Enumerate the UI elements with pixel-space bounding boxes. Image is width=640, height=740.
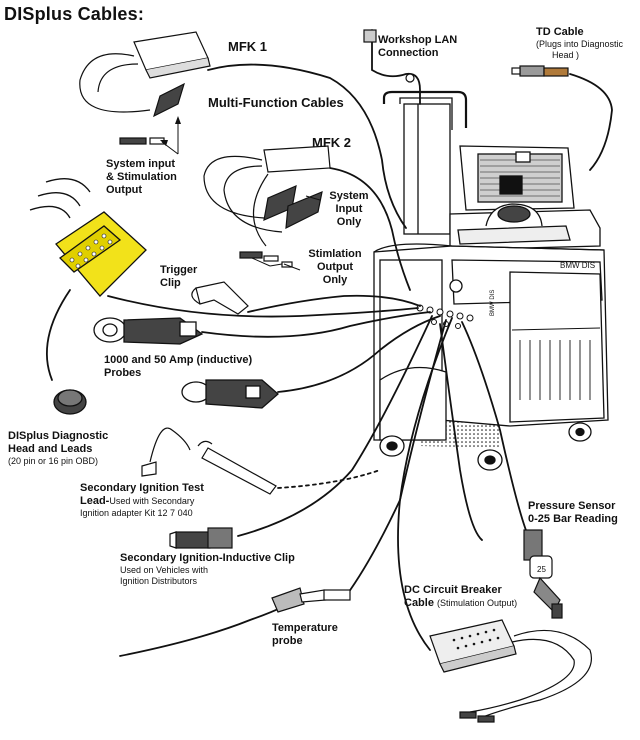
label-sit-lead: Lead- — [80, 495, 110, 507]
label-workshop-lan: Workshop LAN Connection — [378, 34, 457, 60]
label-sic-note1: Used on Vehicles with — [120, 565, 209, 575]
trigger-clip — [191, 281, 249, 315]
label-dc-note: (Stimulation Output) — [437, 598, 518, 608]
label-diag-head-line2: Head and Leads — [8, 443, 93, 455]
label-amp-probes: 1000 and 50 Amp (inductive) Probes — [104, 354, 252, 380]
label-amp-probes-line1: 1000 and 50 Amp (inductive) — [104, 354, 253, 366]
label-pressure-sensor: Pressure Sensor 0-25 Bar Reading — [528, 500, 618, 526]
label-temp-line1: Temperature — [272, 622, 338, 634]
label-pressure-line2: 0-25 Bar Reading — [528, 513, 618, 525]
label-sio-line2: Input — [335, 203, 363, 215]
label-sis-line2: & Stimulation — [106, 171, 177, 183]
secondary-ignition-inductive-clip — [169, 527, 233, 549]
label-system-input-stimulation: System input & Stimulation Output — [106, 158, 177, 197]
label-td-cable-title: TD Cable — [536, 26, 584, 38]
label-sic-title: Secondary Ignition-Inductive Clip — [120, 552, 295, 564]
displus-cart — [373, 90, 609, 471]
label-secondary-ignition-test: Secondary Ignition Test Lead-Used with S… — [80, 482, 204, 519]
pointer-lines — [161, 118, 321, 271]
td-cable — [511, 65, 569, 77]
label-soo-line3: Only — [322, 274, 348, 286]
label-diag-head-note: (20 pin or 16 pin OBD) — [8, 456, 99, 466]
label-trigger-clip: Trigger Clip — [160, 264, 197, 290]
label-sis-line1: System input — [106, 158, 176, 170]
label-soo-line1: Stimlation — [308, 248, 362, 260]
label-diag-head-line1: DISplus Diagnostic — [8, 430, 109, 442]
probe-1000-amp — [93, 317, 204, 345]
label-dc-line1: DC Circuit Breaker — [404, 584, 502, 596]
label-sit-note1: Used with Secondary — [109, 496, 195, 506]
label-dc-line2: Cable — [404, 597, 434, 609]
label-sit-note2: Ignition adapter Kit 12 7 040 — [80, 508, 193, 518]
label-secondary-ignition-clip: Secondary Ignition-Inductive Clip Used o… — [120, 552, 295, 587]
probe-50-amp — [181, 379, 279, 409]
label-td-cable-note-1: (Plugs into Diagnostic — [536, 39, 624, 49]
secondary-ignition-test-lead — [141, 427, 277, 495]
pressure-sensor — [523, 529, 563, 619]
temperature-probe — [271, 587, 351, 613]
label-sio-line3: Only — [336, 216, 362, 228]
label-trigger-clip-line2: Clip — [160, 277, 181, 289]
label-amp-probes-line2: Probes — [104, 367, 142, 379]
label-system-input-only: System Input Only — [326, 190, 372, 229]
label-temp-line2: probe — [272, 635, 303, 647]
label-diagnostic-head: DISplus Diagnostic Head and Leads (20 pi… — [8, 430, 108, 467]
pointer-arrowheads — [160, 116, 181, 146]
cart-brand-side: BMW DIS — [490, 290, 496, 316]
label-td-cable-note-2: Head ) — [552, 50, 580, 60]
cart-brand-front: BMW DIS — [560, 261, 595, 270]
label-multi-function-cables: Multi-Function Cables — [208, 95, 344, 110]
mfk1-cable-set — [79, 31, 211, 145]
label-dc-circuit-breaker: DC Circuit Breaker Cable (Stimulation Ou… — [404, 584, 517, 610]
label-soo-line2: Output — [316, 261, 354, 273]
workshop-lan-plug — [363, 29, 415, 83]
mfk2-cable-set — [203, 145, 331, 268]
page-title: DISplus Cables: — [4, 4, 145, 24]
label-sis-line3: Output — [106, 184, 143, 196]
diagnostic-head — [29, 178, 147, 415]
label-td-cable: TD Cable (Plugs into Diagnostic Head ) — [536, 26, 623, 61]
dc-circuit-breaker — [429, 619, 592, 723]
label-sic-note2: Ignition Distributors — [120, 576, 198, 586]
label-mfk2: MFK 2 — [312, 135, 351, 150]
label-mfk1: MFK 1 — [228, 39, 267, 54]
label-stimulation-output-only: Stimlation Output Only — [300, 248, 370, 287]
label-pressure-line1: Pressure Sensor — [528, 500, 616, 512]
label-workshop-lan-line1: Workshop LAN — [378, 34, 458, 46]
label-trigger-clip-line1: Trigger — [160, 264, 198, 276]
label-sio-line1: System — [329, 190, 369, 202]
label-temperature-probe: Temperature probe — [272, 622, 338, 648]
label-sit-line1: Secondary Ignition Test — [80, 482, 204, 494]
pressure-sensor-mark: 25 — [537, 565, 546, 574]
label-workshop-lan-line2: Connection — [378, 47, 439, 59]
